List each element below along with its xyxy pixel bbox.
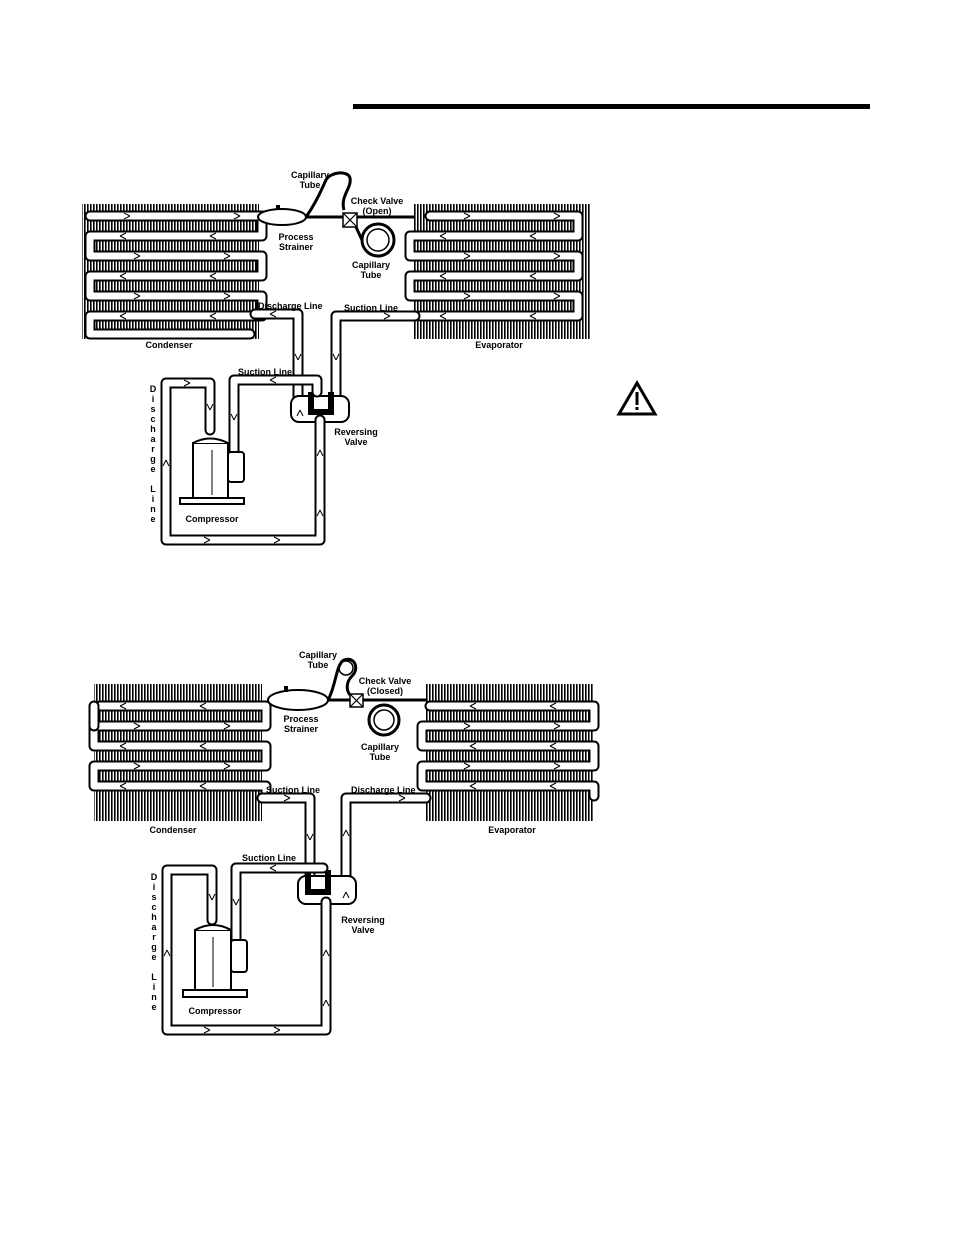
capillary-tube-coil <box>354 222 396 258</box>
discharge-line-letter: s <box>151 892 156 902</box>
check-valve-label: Check Valve(Closed) <box>359 676 412 696</box>
discharge-line-letter: i <box>152 394 155 404</box>
discharge-line-letter: h <box>151 912 157 922</box>
discharge-line-letter: c <box>150 414 155 424</box>
right-line-label: Discharge Line <box>351 785 416 795</box>
discharge-line-letter: i <box>153 982 156 992</box>
header-rule <box>353 104 870 109</box>
discharge-line-letter: D <box>150 384 157 394</box>
discharge-line-letter: e <box>151 1002 156 1012</box>
compressor <box>179 437 245 505</box>
evaporator-coil <box>416 684 600 821</box>
discharge-line-letter: e <box>151 952 156 962</box>
condenser-coil <box>82 204 268 340</box>
evaporator-label: Evaporator <box>475 340 523 350</box>
left-line-label: Discharge Line <box>258 301 323 311</box>
condenser-coil <box>88 684 272 821</box>
discharge-line-letter: g <box>151 942 157 952</box>
suction-line-label: Suction Line <box>238 367 292 377</box>
suction-line-label: Suction Line <box>242 853 296 863</box>
discharge-line-letter: e <box>150 514 155 524</box>
left-line-label: Suction Line <box>266 785 320 795</box>
condenser-label: Condenser <box>145 340 193 350</box>
discharge-line-letter: n <box>150 504 156 514</box>
discharge-line-letter: e <box>150 464 155 474</box>
discharge-line-letter: h <box>150 424 156 434</box>
discharge-line-letter: L <box>150 484 156 494</box>
capillary-tube-coil <box>367 703 401 737</box>
check-valve <box>349 693 364 708</box>
discharge-line-letter: n <box>151 992 157 1002</box>
discharge-line-letter: r <box>152 932 156 942</box>
compressor <box>182 924 248 998</box>
check-valve <box>342 212 358 228</box>
discharge-line-letter: a <box>151 922 157 932</box>
discharge-line-letter: a <box>150 434 156 444</box>
discharge-line-letter: L <box>151 972 157 982</box>
capillary-tube-top <box>304 171 352 219</box>
capillary-tube-top <box>326 657 358 702</box>
discharge-line-letter: i <box>153 882 156 892</box>
evaporator-coil <box>404 204 590 339</box>
check-valve-label: Check Valve(Open) <box>351 196 404 216</box>
discharge-line-letter: D <box>151 872 158 882</box>
discharge-line-letter: i <box>152 494 155 504</box>
process-strainer <box>267 686 329 711</box>
evaporator-label: Evaporator <box>488 825 536 835</box>
compressor-label: Compressor <box>188 1006 242 1016</box>
discharge-line-letter: s <box>150 404 155 414</box>
process-strainer <box>257 205 307 226</box>
discharge-line-letter: c <box>151 902 156 912</box>
reversing-valve <box>297 870 357 905</box>
compressor-label: Compressor <box>185 514 239 524</box>
discharge-line-letter: g <box>150 454 156 464</box>
discharge-line-letter: r <box>151 444 155 454</box>
condenser-label: Condenser <box>149 825 197 835</box>
right-line-label: Suction Line <box>344 303 398 313</box>
warning-triangle-icon <box>616 380 658 416</box>
